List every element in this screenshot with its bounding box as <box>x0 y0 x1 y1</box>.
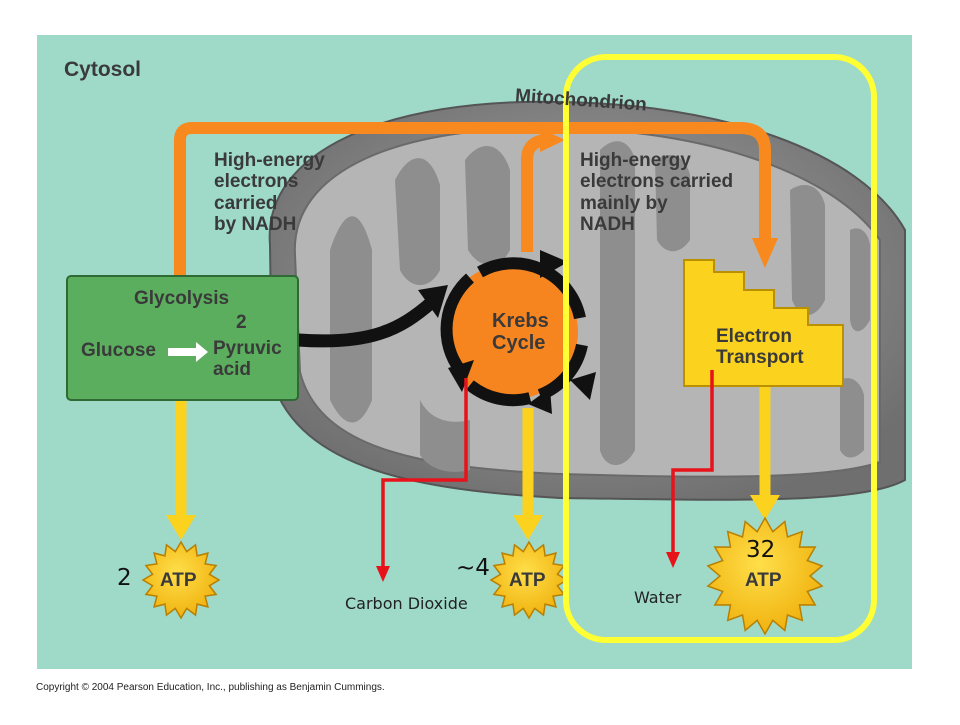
pyruvic-acid-label: Pyruvic acid <box>213 338 282 381</box>
nadh-label-left: High-energy electrons carried by NADH <box>214 150 325 235</box>
atp-arrowhead-2 <box>513 515 543 540</box>
atp-star-krebs <box>489 540 569 620</box>
mitochondrion <box>268 100 906 501</box>
byproduct-arrows <box>381 370 714 570</box>
atp-star-electron-transport <box>706 516 824 636</box>
co2-arrowhead <box>376 566 390 582</box>
glucose-label: Glucose <box>81 340 156 361</box>
atp-count-electron-transport: 32 <box>746 537 776 563</box>
atp-count-krebs: ~4 <box>456 555 490 581</box>
glycolysis-to-krebs-arrowhead <box>418 285 448 318</box>
atp-star-glycolysis <box>141 540 221 620</box>
water-arrowhead <box>666 552 680 568</box>
cytosol-label: Cytosol <box>64 58 142 81</box>
copyright-notice: Copyright © 2004 Pearson Education, Inc.… <box>36 682 385 693</box>
nadh-arrowhead-krebs <box>540 128 565 152</box>
carbon-dioxide-label: Carbon Dioxide <box>345 594 468 613</box>
glycolysis-count: 2 <box>236 312 247 333</box>
water-label: Water <box>634 588 682 607</box>
electron-transport-box <box>683 259 844 387</box>
krebs-cycle <box>440 250 596 414</box>
nadh-label-right: High-energy electrons carried mainly by … <box>580 150 734 235</box>
atp-count-glycolysis: 2 <box>117 565 132 591</box>
krebs-cycle-label: Krebs Cycle <box>492 310 549 355</box>
glycolysis-title: Glycolysis <box>134 288 230 309</box>
electron-transport-label: Electron Transport <box>716 326 804 369</box>
glycolysis-box <box>66 275 299 401</box>
atp-label-glycolysis: ATP <box>160 570 197 591</box>
atp-arrowhead-1 <box>166 515 196 540</box>
nadh-arrowhead-right <box>752 238 778 268</box>
atp-arrowhead-3 <box>750 495 780 520</box>
glucose-to-pyruvate-arrow <box>168 342 208 362</box>
atp-label-krebs: ATP <box>509 570 546 591</box>
electron-transport-highlight <box>563 54 877 643</box>
atp-arrows <box>175 385 771 518</box>
glycolysis-to-krebs-arrow <box>297 297 437 348</box>
atp-label-electron-transport: ATP <box>745 570 782 591</box>
